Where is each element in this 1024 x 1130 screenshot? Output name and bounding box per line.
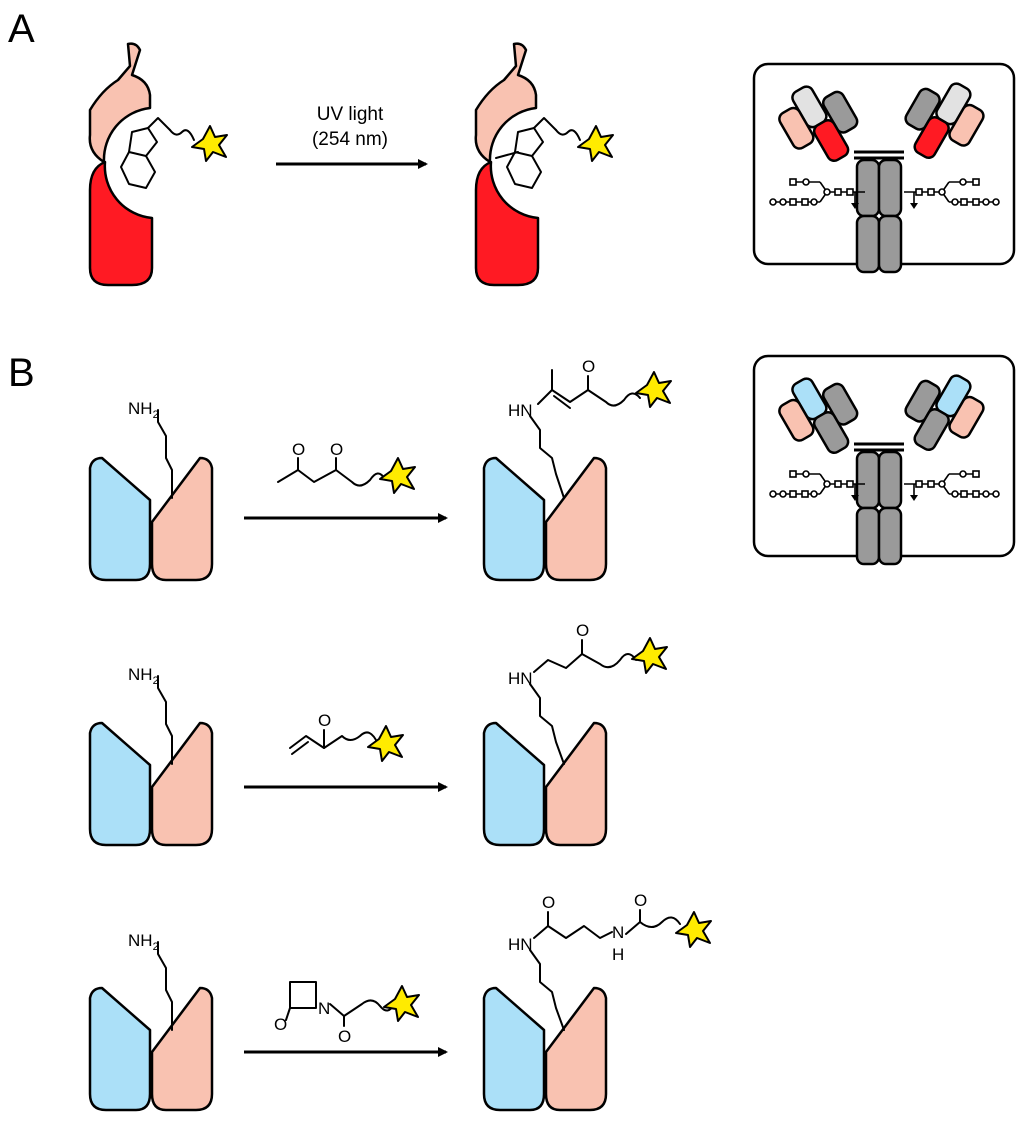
svg-text:O: O bbox=[318, 711, 331, 730]
svg-text:N: N bbox=[612, 923, 624, 942]
vh-vl-dimer-labeled bbox=[482, 456, 608, 582]
panel-label-a: A bbox=[8, 7, 35, 51]
svg-text:O: O bbox=[582, 357, 595, 376]
star-fluorophore-icon bbox=[191, 125, 228, 162]
svg-text:H: H bbox=[612, 945, 624, 964]
antibody-fab-after bbox=[474, 42, 614, 287]
star-fluorophore-icon bbox=[383, 985, 420, 1022]
svg-text:O: O bbox=[338, 1027, 351, 1046]
amine-label: NH2 bbox=[128, 931, 159, 953]
vh-vl-dimer bbox=[88, 456, 214, 582]
antibody-icon bbox=[778, 374, 985, 566]
star-fluorophore-icon bbox=[379, 457, 416, 494]
antibody-icon bbox=[778, 82, 985, 274]
condition-wavelength: (254 nm) bbox=[312, 129, 388, 150]
svg-text:O: O bbox=[330, 440, 343, 459]
antibody-inset-b bbox=[752, 354, 1016, 566]
svg-text:O: O bbox=[292, 440, 305, 459]
panel-label-b: B bbox=[8, 351, 35, 395]
star-fluorophore-icon bbox=[675, 911, 712, 948]
vh-vl-dimer bbox=[88, 986, 214, 1112]
svg-text:N: N bbox=[318, 999, 330, 1018]
antibody-inset-a bbox=[752, 62, 1016, 274]
svg-text:O: O bbox=[576, 621, 589, 640]
amine-label: NH2 bbox=[128, 399, 159, 421]
indole-ring-icon bbox=[120, 117, 195, 189]
svg-text:HN: HN bbox=[508, 935, 533, 954]
indole-ring-crosslinked-icon bbox=[495, 117, 581, 189]
condition-uv-light: UV light bbox=[317, 104, 384, 125]
reagent-beta-lactam: O N O bbox=[274, 981, 395, 1046]
svg-text:HN: HN bbox=[508, 669, 533, 688]
svg-text:O: O bbox=[634, 891, 647, 910]
reaction-row-3: NH2 O N O HN O N H O bbox=[88, 891, 712, 1112]
star-fluorophore-icon bbox=[635, 371, 672, 408]
svg-text:O: O bbox=[274, 1015, 287, 1034]
vh-vl-dimer-labeled bbox=[482, 721, 608, 847]
svg-text:HN: HN bbox=[508, 401, 533, 420]
star-fluorophore-icon bbox=[577, 125, 614, 162]
antibody-fab-before bbox=[88, 42, 228, 287]
amine-label: NH2 bbox=[128, 665, 159, 687]
svg-text:O: O bbox=[542, 893, 555, 912]
reaction-row-1: NH2 O O HN O bbox=[88, 357, 672, 582]
reaction-row-2: NH2 O HN O bbox=[88, 621, 668, 847]
star-fluorophore-icon bbox=[631, 637, 668, 674]
vh-vl-dimer-labeled bbox=[482, 986, 608, 1112]
reagent-vinyl-ketone bbox=[289, 731, 379, 749]
vh-vl-dimer bbox=[88, 721, 214, 847]
lysine-side-chain bbox=[157, 409, 173, 499]
star-fluorophore-icon bbox=[367, 725, 404, 762]
reagent-diketone bbox=[277, 469, 385, 487]
